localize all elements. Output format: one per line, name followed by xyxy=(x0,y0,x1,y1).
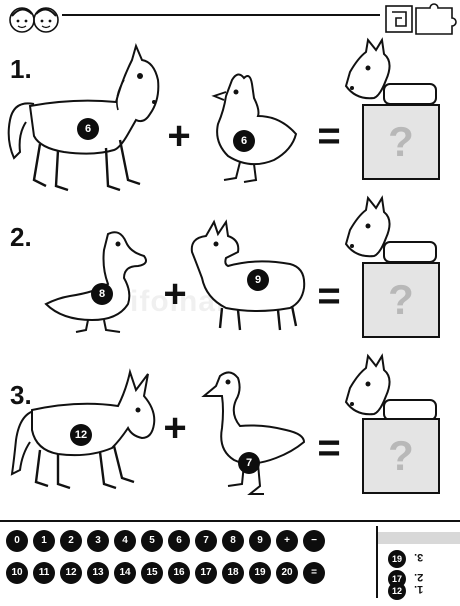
equation-3-right-badge: 7 xyxy=(238,452,260,474)
number-chip[interactable]: 10 xyxy=(6,562,28,584)
number-chip[interactable]: 13 xyxy=(87,562,109,584)
goat-illustration xyxy=(190,219,306,331)
horse-illustration xyxy=(7,43,160,192)
equation-1-right-badge: 6 xyxy=(233,130,255,152)
number-chip[interactable]: 19 xyxy=(249,562,271,584)
equation-1-equals: = xyxy=(317,114,341,158)
plus-chip[interactable]: + xyxy=(276,530,298,552)
number-chip[interactable]: 6 xyxy=(168,530,190,552)
children-faces-icon xyxy=(9,7,59,33)
equation-3-number: 3. xyxy=(10,380,32,410)
number-strip-row-1: 0 1 2 3 4 5 6 7 8 9 + − xyxy=(6,530,370,552)
equation-1-answer-box[interactable]: ? xyxy=(362,104,440,180)
footer-rule xyxy=(0,520,460,522)
number-chip[interactable]: 17 xyxy=(195,562,217,584)
number-chip[interactable]: 11 xyxy=(33,562,55,584)
header-rule xyxy=(62,14,380,16)
goat-peeking-icon xyxy=(344,37,437,105)
number-chip[interactable]: 9 xyxy=(249,530,271,552)
answer-key-label: 1. xyxy=(414,583,424,595)
answer-key-header xyxy=(378,532,460,544)
equation-3-plus: + xyxy=(163,406,187,450)
equation-3-question-mark: ? xyxy=(388,432,414,479)
number-chip[interactable]: 0 xyxy=(6,530,28,552)
equation-1-question-mark: ? xyxy=(388,118,414,165)
equation-2-answer-box[interactable]: ? xyxy=(362,262,440,338)
number-chip[interactable]: 15 xyxy=(141,562,163,584)
equals-chip[interactable]: = xyxy=(303,562,325,584)
equation-2-equals: = xyxy=(317,274,341,318)
puzzle-icon xyxy=(385,3,457,35)
minus-chip[interactable]: − xyxy=(303,530,325,552)
number-chip[interactable]: 4 xyxy=(114,530,136,552)
number-chip[interactable]: 14 xyxy=(114,562,136,584)
equation-3-left-badge: 12 xyxy=(70,424,92,446)
equation-1-left-badge: 6 xyxy=(77,118,99,140)
equation-2-right-badge: 9 xyxy=(247,269,269,291)
number-chip[interactable]: 1 xyxy=(33,530,55,552)
answer-key-value: 19 xyxy=(388,550,406,568)
answer-key-value: 12 xyxy=(388,582,406,600)
equation-1-number: 1. xyxy=(10,54,32,84)
answer-key-label: 2. xyxy=(414,571,424,583)
equation-1-plus: + xyxy=(167,114,191,158)
answer-key-label: 3. xyxy=(414,551,424,563)
number-chip[interactable]: 12 xyxy=(60,562,82,584)
equation-3-equals: = xyxy=(317,426,341,470)
number-chip[interactable]: 7 xyxy=(195,530,217,552)
equation-2-plus: + xyxy=(163,272,187,316)
number-strip-row-2: 10 11 12 13 14 15 16 17 18 19 20 = xyxy=(6,562,370,584)
number-chip[interactable]: 8 xyxy=(222,530,244,552)
equation-2-question-mark: ? xyxy=(388,276,414,323)
hen-illustration xyxy=(211,73,298,183)
equation-2-number: 2. xyxy=(10,222,32,252)
number-chip[interactable]: 5 xyxy=(141,530,163,552)
answer-key: 19 3. 17 2. 12 1. xyxy=(376,526,460,600)
number-chip[interactable]: 18 xyxy=(222,562,244,584)
goat-peeking-icon xyxy=(344,195,437,263)
donkey-illustration xyxy=(10,368,156,490)
number-chip[interactable]: 2 xyxy=(60,530,82,552)
duck-illustration xyxy=(44,231,147,333)
goose-illustration xyxy=(201,371,306,495)
goat-peeking-icon xyxy=(344,353,437,421)
number-chip[interactable]: 16 xyxy=(168,562,190,584)
number-chip[interactable]: 3 xyxy=(87,530,109,552)
number-chip[interactable]: 20 xyxy=(276,562,298,584)
equation-3-answer-box[interactable]: ? xyxy=(362,418,440,494)
equation-2-left-badge: 8 xyxy=(91,283,113,305)
